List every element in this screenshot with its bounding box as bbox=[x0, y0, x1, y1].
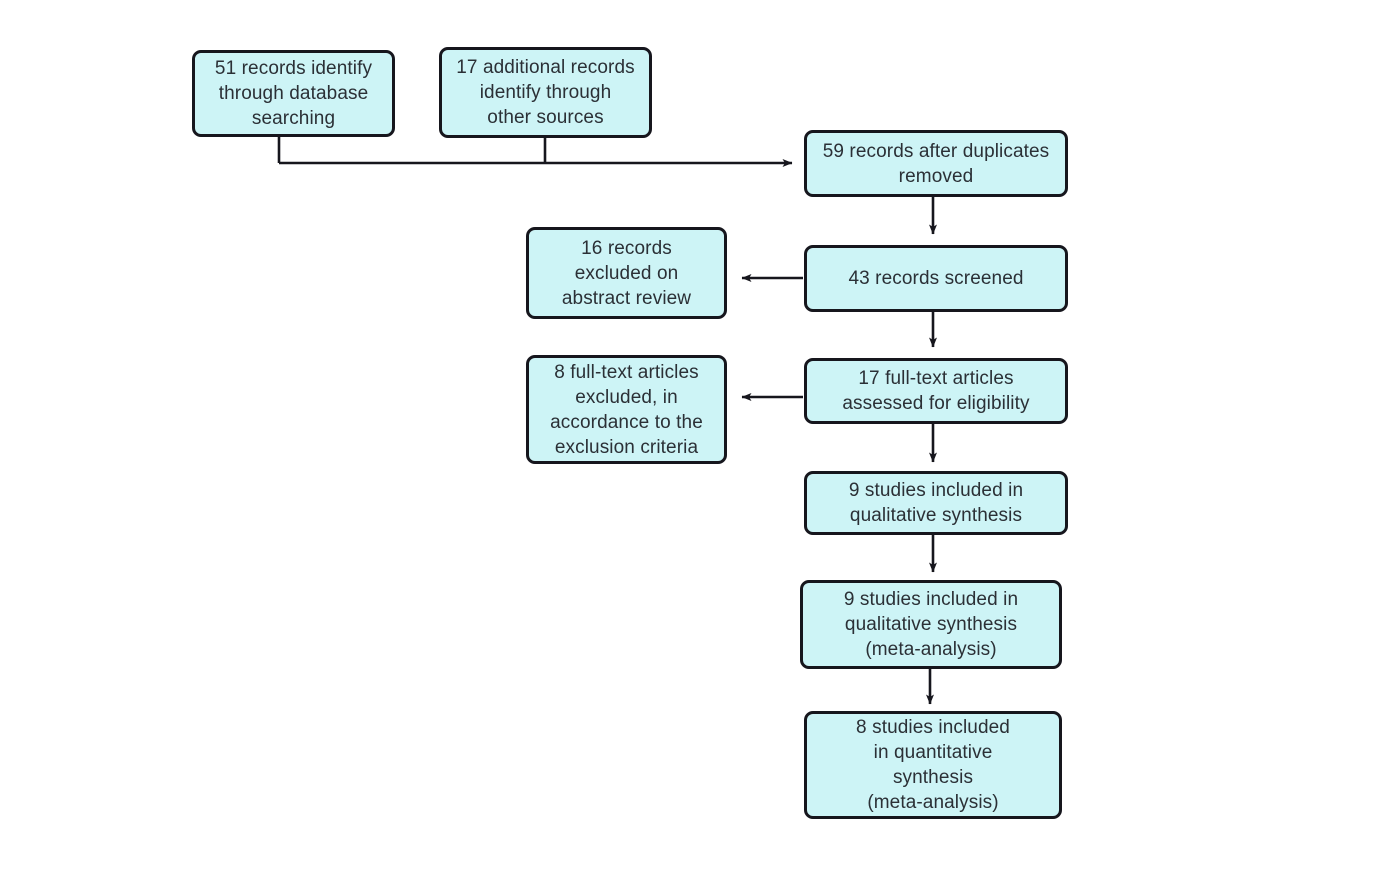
node-duplicates-removed: 59 records after duplicates removed bbox=[804, 130, 1068, 197]
node-records-other-sources: 17 additional records identify through o… bbox=[439, 47, 652, 138]
node-quantitative-synthesis-meta: 8 studies included in quantitative synth… bbox=[804, 711, 1062, 819]
node-records-database: 51 records identify through database sea… bbox=[192, 50, 395, 137]
node-qualitative-synthesis-meta: 9 studies included in qualitative synthe… bbox=[800, 580, 1062, 669]
node-fulltext-excluded: 8 full-text articles excluded, in accord… bbox=[526, 355, 727, 464]
node-records-screened: 43 records screened bbox=[804, 245, 1068, 312]
node-records-excluded-abstract: 16 records excluded on abstract review bbox=[526, 227, 727, 319]
node-qualitative-synthesis: 9 studies included in qualitative synthe… bbox=[804, 471, 1068, 535]
node-fulltext-assessed: 17 full-text articles assessed for eligi… bbox=[804, 358, 1068, 424]
